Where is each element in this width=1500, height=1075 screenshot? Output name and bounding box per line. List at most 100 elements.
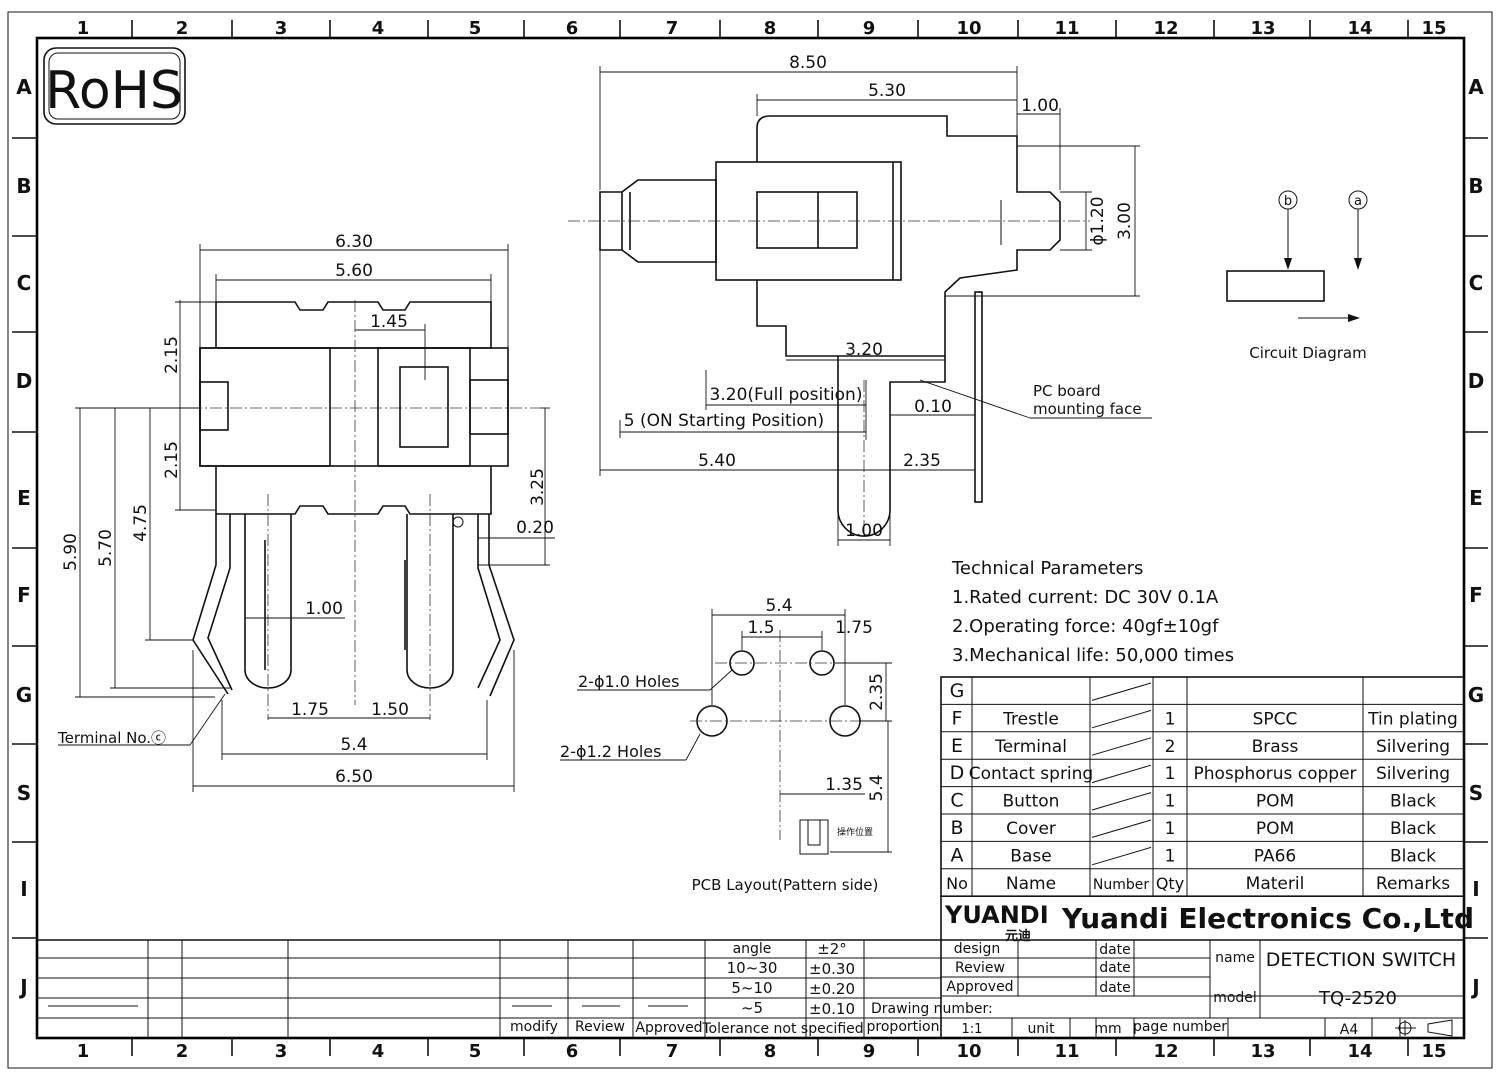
grid-row-label: C xyxy=(1469,271,1484,295)
grid-column-label: 8 xyxy=(764,18,777,39)
dim-text: 8.50 xyxy=(789,53,827,73)
grid-reference-marks: 1122334455667788991010111112121313141415… xyxy=(12,18,1488,1062)
bom-number-slash xyxy=(1091,709,1152,729)
grid-column-label: 3 xyxy=(275,1041,288,1062)
dim-text: 3.25 xyxy=(528,468,548,506)
grid-row-label: D xyxy=(16,369,33,393)
bom-qty: 1 xyxy=(1165,819,1176,839)
tb-date: date xyxy=(1099,980,1131,996)
outer-frame xyxy=(7,11,1493,1069)
circuit-diagram: b a Circuit Diagram xyxy=(1226,190,1368,362)
dim-text: 5.4 xyxy=(867,774,887,801)
tb-drawing-number: Drawing number: xyxy=(871,1001,993,1017)
grid-column-label: 12 xyxy=(1153,18,1178,39)
dim-text: 1.5 xyxy=(747,618,774,638)
bom-header-number: Number xyxy=(1093,877,1149,893)
dim-text: 1.50 xyxy=(371,700,409,720)
tb-name-value: DETECTION SWITCH xyxy=(1266,949,1456,971)
dim-text: 6.50 xyxy=(335,767,373,787)
tb-modify: modify xyxy=(510,1019,558,1035)
grid-column-label: 2 xyxy=(176,1041,189,1062)
tb-range: ~5 xyxy=(741,999,763,1017)
bom-header-material: Materil xyxy=(1246,874,1305,894)
tb-date: date xyxy=(1099,942,1131,958)
tech-line: 3.Mechanical life: 50,000 times xyxy=(952,645,1234,666)
dim-text: 0.20 xyxy=(516,518,554,538)
grid-row-label: D xyxy=(1468,369,1485,393)
dim-text: 5.4 xyxy=(340,735,367,755)
bom-material: Phosphorus copper xyxy=(1193,764,1356,784)
technical-parameters: Technical Parameters 1.Rated current: DC… xyxy=(951,558,1234,666)
circuit-label-a: a xyxy=(1354,194,1362,209)
dim-text: 6.30 xyxy=(335,232,373,252)
bom-qty: 1 xyxy=(1165,764,1176,784)
tb-approved: Approved xyxy=(635,1020,702,1036)
grid-column-label: 2 xyxy=(176,18,189,39)
bom-name: Button xyxy=(1003,792,1060,812)
dim-text: 5.90 xyxy=(61,533,81,571)
dim-text: 1.35 xyxy=(825,775,863,795)
projection-symbol xyxy=(1427,1019,1453,1037)
tb-model-value: TQ-2520 xyxy=(1318,988,1397,1009)
bom-name: Base xyxy=(1010,846,1051,866)
grid-row-label: S xyxy=(1469,781,1483,805)
grid-column-label: 13 xyxy=(1250,18,1275,39)
grid-column-label: 11 xyxy=(1054,18,1079,39)
front-view: 6.30 5.60 1.45 2.15 2.15 3.25 0.20 5.90 … xyxy=(57,232,555,792)
bom-qty: 1 xyxy=(1165,792,1176,812)
pcb-face-label-1: PC board xyxy=(1033,382,1101,400)
dim-text: 5.40 xyxy=(698,451,736,471)
grid-column-label: 6 xyxy=(566,18,579,39)
tb-scale: 1:1 xyxy=(962,1022,983,1037)
title-block: angle±2°10~30±0.305~10±0.20~5±0.10modify… xyxy=(37,939,1464,1038)
grid-column-label: 10 xyxy=(956,18,981,39)
bom-header-qty: Qty xyxy=(1156,874,1184,893)
dim-text: 5.30 xyxy=(868,81,906,101)
grid-row-label: J xyxy=(18,975,27,999)
bom-remarks: Tin plating xyxy=(1367,709,1458,729)
bom-remarks: Black xyxy=(1390,792,1436,812)
tb-paper-size: A4 xyxy=(1340,1022,1359,1038)
bom-name: Trestle xyxy=(1002,709,1059,729)
bom-header-remarks: Remarks xyxy=(1376,874,1450,894)
bom-number-slash xyxy=(1091,846,1152,866)
grid-row-label: A xyxy=(16,75,32,99)
grid-column-label: 7 xyxy=(666,1041,679,1062)
tb-tolerance: ±0.20 xyxy=(809,980,855,998)
side-view: 8.50 5.30 1.00 ϕ1.20 3.00 3.20 3.20(Full… xyxy=(568,53,1152,546)
bom-qty: 1 xyxy=(1165,709,1176,729)
operation-position-label: 操作位置 xyxy=(837,826,873,838)
dim-text: 5.70 xyxy=(96,529,116,567)
bom-number-slash xyxy=(1091,792,1152,811)
tb-name-label: name xyxy=(1215,950,1255,966)
dim-text: 1.00 xyxy=(845,521,883,541)
grid-column-label: 9 xyxy=(863,18,876,39)
grid-column-label: 4 xyxy=(372,1041,385,1062)
bom-no: A xyxy=(951,844,964,866)
bom-no: E xyxy=(951,735,963,757)
dim-text: 1.00 xyxy=(305,599,343,619)
grid-column-label: 9 xyxy=(863,1041,876,1062)
grid-row-label: G xyxy=(16,683,32,707)
dim-text: 5 (ON Starting Position) xyxy=(624,411,824,431)
tb-tolerance: ±0.10 xyxy=(809,1000,855,1018)
grid-row-label: B xyxy=(16,174,31,198)
bom-number-slash xyxy=(1091,764,1152,784)
tb-tolerance-note: Tolerance not specified xyxy=(701,1021,863,1037)
tb-review: Review xyxy=(575,1019,625,1035)
grid-column-label: 1 xyxy=(77,1041,90,1062)
grid-row-label: F xyxy=(17,583,31,607)
bom-no: G xyxy=(950,680,965,702)
rohs-text: RoHS xyxy=(45,61,183,121)
grid-column-label: 5 xyxy=(469,1041,482,1062)
pcb-layout: 操作位置 5.4 1.5 1.75 2.35 1.35 5.4 2-ϕ1.0 H… xyxy=(560,596,892,894)
tech-line: 1.Rated current: DC 30V 0.1A xyxy=(952,587,1219,608)
bom-number-slash xyxy=(1091,819,1152,838)
tb-date: date xyxy=(1099,960,1131,976)
tb-mm: mm xyxy=(1094,1021,1121,1037)
dim-text: 3.00 xyxy=(1115,202,1135,240)
grid-column-label: 8 xyxy=(764,1041,777,1062)
dim-text: 4.75 xyxy=(131,504,151,542)
grid-column-label: 6 xyxy=(566,1041,579,1062)
bom-material: POM xyxy=(1256,819,1294,839)
